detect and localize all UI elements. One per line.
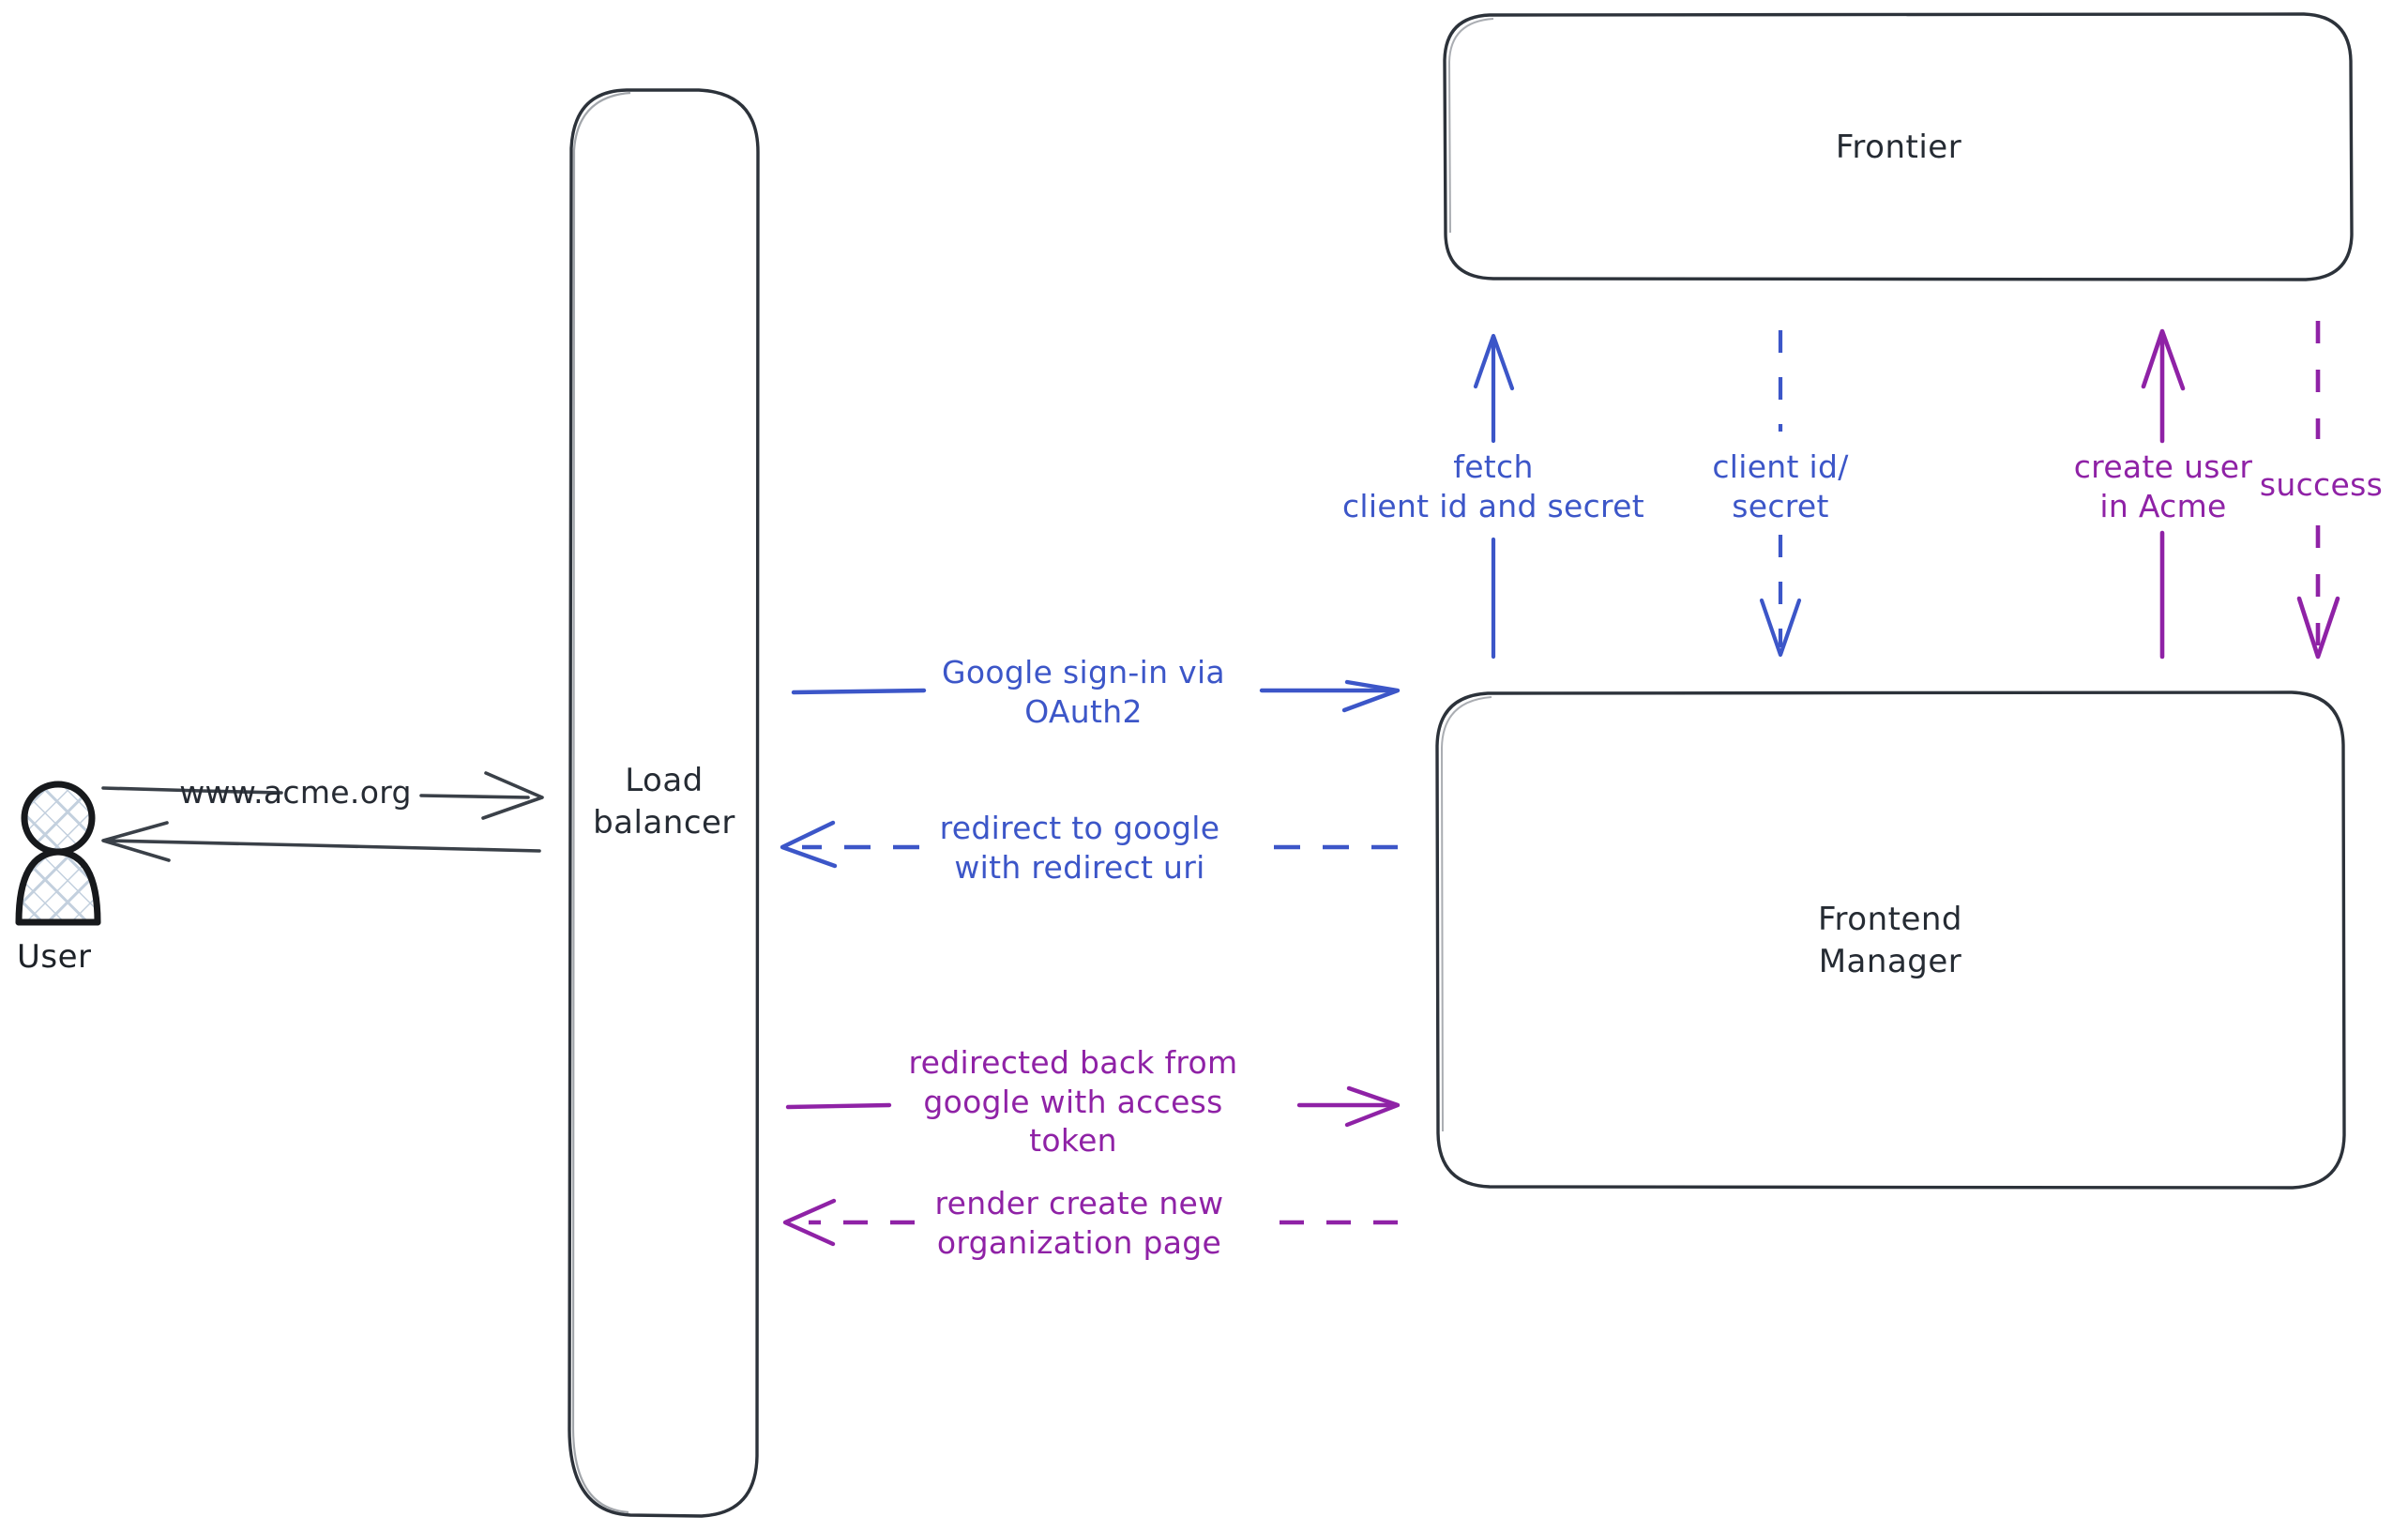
person-icon [15, 781, 101, 926]
edge-label-user-to-lb: www.acme.org [179, 774, 412, 811]
edge-lb-to-fm-signin [791, 679, 1401, 713]
edge-fm-to-frontier-create [2141, 328, 2186, 660]
edge-lb-to-fm-token [785, 1085, 1401, 1128]
actor-label-user: User [17, 938, 92, 976]
edge-label-fm-to-lb-render: render create new organization page [934, 1185, 1224, 1261]
edge-label-lb-to-fm-token: redirected back from google with access … [908, 1044, 1238, 1160]
node-load-balancer[interactable] [568, 88, 760, 1518]
edge-label-frontier-to-fm-secret: client id/ secret [1712, 448, 1849, 524]
edge-fm-to-frontier-fetch [1473, 333, 1515, 660]
edge-label-fm-to-frontier-create: create user in Acme [2073, 448, 2253, 524]
edge-frontier-to-fm-secret [1759, 330, 1802, 658]
edge-label-fm-to-frontier-fetch: fetch client id and secret [1341, 448, 1645, 524]
edge-fm-to-lb-render [782, 1198, 1398, 1247]
node-frontend-manager[interactable] [1435, 690, 2346, 1190]
edge-lb-to-user [101, 821, 541, 862]
node-frontier[interactable] [1443, 12, 2354, 281]
edge-label-fm-to-lb-redirect: redirect to google with redirect uri [939, 810, 1220, 886]
edge-fm-to-lb-redirect [780, 820, 1398, 869]
edge-label-frontier-to-fm-success: success [2259, 466, 2384, 503]
edge-frontier-to-fm-success [2296, 321, 2340, 660]
edge-user-to-lb [101, 771, 544, 820]
edge-label-lb-to-fm-signin: Google sign-in via OAuth2 [942, 654, 1225, 730]
